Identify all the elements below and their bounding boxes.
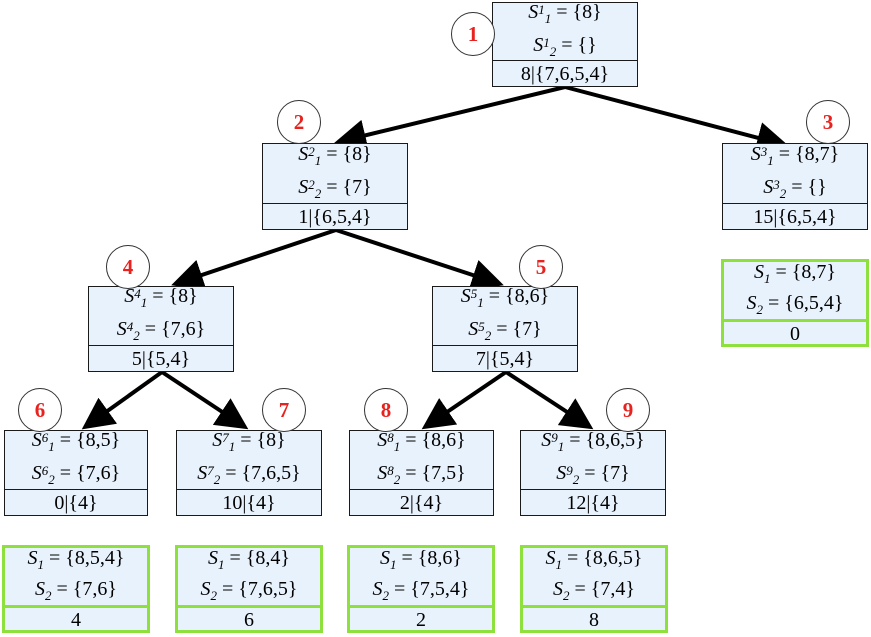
node-5-bound: 7|{5,4}: [475, 347, 535, 370]
result-node-7-s2: S2 = {7,6,5}: [200, 577, 298, 603]
node-6-s2: S62 = {7,6}: [31, 462, 121, 487]
result-node-3-sets: S1 = {8,7} S2 = {6,5,4}: [724, 260, 866, 322]
node-2-s1: S21 = {8}: [298, 142, 372, 168]
edge-4-7: [160, 370, 249, 430]
node-8-bound: 2|{4}: [399, 491, 444, 514]
node-1-bound: 8|{7,6,5,4}: [520, 62, 610, 85]
result-node-3-s1: S1 = {8,7}: [754, 260, 836, 286]
node-7-s2: S72 = {7,6,5}: [197, 462, 301, 487]
node-5-s2: S52 = {7}: [468, 318, 542, 343]
node-badge-6: 6: [18, 388, 62, 432]
node-6-s1: S61 = {8,5}: [31, 429, 121, 454]
result-node-8-s2: S2 = {7,5,4}: [372, 577, 470, 603]
node-1-sets: S11 = {8} S12 = {}: [493, 0, 637, 61]
node-badge-8: 8: [364, 388, 408, 432]
result-node-7: S1 = {8,4} S2 = {7,6,5} 6: [175, 545, 323, 633]
node-8-sets: S81 = {8,6} S82 = {7,5}: [350, 429, 493, 490]
node-6-bound: 0|{4}: [54, 491, 98, 514]
node-9-s2: S92 = {7}: [556, 462, 630, 487]
node-9-s1: S91 = {8,6,5}: [541, 429, 645, 454]
edge-2-5: [335, 228, 504, 291]
result-node-8-value: 2: [416, 609, 426, 631]
node-1: S11 = {8} S12 = {} 8|{7,6,5,4}: [492, 0, 638, 87]
edge-2-4: [171, 228, 337, 291]
node-7-sets: S71 = {8} S72 = {7,6,5}: [177, 429, 321, 490]
node-6: S61 = {8,5} S62 = {7,6} 0|{4}: [4, 429, 148, 516]
node-3-bound: 15|{6,5,4}: [753, 205, 837, 228]
result-node-8-s1: S1 = {8,6}: [380, 546, 462, 572]
node-4-sets: S41 = {8} S42 = {7,6}: [89, 285, 233, 346]
node-2-bound: 1|{6,5,4}: [298, 205, 372, 228]
node-4: S41 = {8} S42 = {7,6} 5|{5,4}: [88, 285, 234, 372]
node-7-s1: S71 = {8}: [212, 429, 286, 454]
node-6-sets: S61 = {8,5} S62 = {7,6}: [5, 429, 147, 490]
node-5-s1: S51 = {8,6}: [460, 285, 550, 310]
edge-5-9: [504, 370, 594, 430]
node-2: S21 = {8} S22 = {7} 1|{6,5,4}: [262, 143, 408, 230]
node-4-s2: S42 = {7,6}: [116, 318, 206, 343]
node-4-s1: S41 = {8}: [124, 285, 198, 310]
result-node-8-sets: S1 = {8,6} S2 = {7,5,4}: [350, 546, 492, 608]
node-badge-3: 3: [806, 100, 850, 144]
result-node-6-s2: S2 = {7,6}: [35, 577, 117, 603]
node-8-s1: S81 = {8,6}: [377, 429, 466, 454]
node-4-bound: 5|{5,4}: [131, 347, 191, 370]
result-node-6: S1 = {8,5,4} S2 = {7,6} 4: [2, 545, 150, 633]
node-2-s2: S22 = {7}: [298, 175, 372, 201]
node-badge-9: 9: [606, 388, 650, 432]
edge-1-2: [334, 85, 566, 151]
node-7-bound: 10|{4}: [222, 491, 276, 514]
result-node-9-s1: S1 = {8,6,5}: [545, 546, 643, 572]
result-node-9-value: 8: [589, 609, 599, 631]
result-node-9-sets: S1 = {8,6,5} S2 = {7,4}: [523, 546, 665, 608]
node-8-s2: S82 = {7,5}: [377, 462, 466, 487]
node-8: S81 = {8,6} S82 = {7,5} 2|{4}: [349, 429, 494, 516]
node-3-s1: S31 = {8,7}: [750, 142, 840, 168]
result-node-8: S1 = {8,6} S2 = {7,5,4} 2: [347, 545, 495, 633]
node-1-s2: S12 = {}: [533, 33, 597, 59]
node-2-sets: S21 = {8} S22 = {7}: [263, 142, 407, 204]
result-node-9: S1 = {8,6,5} S2 = {7,4} 8: [520, 545, 668, 633]
node-3-s2: S32 = {}: [763, 175, 827, 201]
result-node-6-value: 4: [71, 609, 81, 631]
result-node-6-s1: S1 = {8,5,4}: [27, 546, 125, 572]
node-5-sets: S51 = {8,6} S52 = {7}: [433, 285, 577, 346]
result-node-7-sets: S1 = {8,4} S2 = {7,6,5}: [178, 546, 320, 608]
node-9: S91 = {8,6,5} S92 = {7} 12|{4}: [520, 429, 666, 516]
result-node-7-value: 6: [244, 609, 254, 631]
result-node-3: S1 = {8,7} S2 = {6,5,4} 0: [721, 259, 869, 347]
edge-1-3: [564, 85, 789, 154]
edge-4-6: [81, 370, 164, 430]
result-node-9-s2: S2 = {7,4}: [553, 577, 635, 603]
node-9-bound: 12|{4}: [566, 491, 620, 514]
node-1-s1: S11 = {8}: [528, 0, 602, 26]
node-badge-4: 4: [106, 245, 150, 289]
node-5: S51 = {8,6} S52 = {7} 7|{5,4}: [432, 285, 578, 372]
node-9-sets: S91 = {8,6,5} S92 = {7}: [521, 429, 665, 490]
result-node-3-s2: S2 = {6,5,4}: [746, 291, 844, 317]
node-7: S71 = {8} S72 = {7,6,5} 10|{4}: [176, 429, 322, 516]
node-badge-1: 1: [451, 12, 495, 56]
node-badge-7: 7: [262, 388, 306, 432]
edge-5-8: [421, 370, 508, 430]
result-node-3-value: 0: [790, 323, 800, 345]
result-node-6-sets: S1 = {8,5,4} S2 = {7,6}: [5, 546, 147, 608]
node-3-sets: S31 = {8,7} S32 = {}: [723, 142, 867, 204]
node-badge-5: 5: [519, 245, 563, 289]
node-3: S31 = {8,7} S32 = {} 15|{6,5,4}: [722, 143, 868, 230]
result-node-7-s1: S1 = {8,4}: [208, 546, 290, 572]
node-badge-2: 2: [277, 100, 321, 144]
